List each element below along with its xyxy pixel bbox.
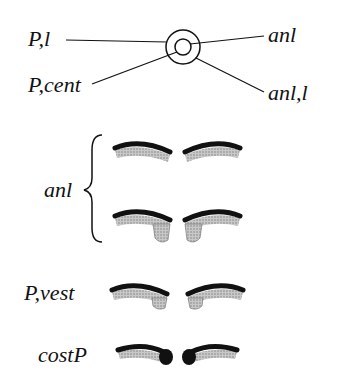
inner-circle (175, 39, 191, 55)
part-label: anl (268, 22, 296, 48)
cross-section (185, 144, 240, 162)
cross-section (115, 212, 170, 242)
outer-circle (166, 30, 200, 64)
brace (84, 135, 102, 242)
cross-section (115, 144, 170, 162)
cross-section (118, 346, 173, 365)
cross-section (182, 346, 237, 365)
cross-section (112, 286, 167, 309)
part-label: costP (38, 342, 87, 368)
part-label: anl,l (268, 80, 308, 106)
part-label: anl (44, 177, 72, 203)
cross-section (188, 286, 243, 309)
part-label: P,l (28, 26, 50, 52)
leader-lines (66, 36, 264, 92)
cross-section (185, 212, 240, 242)
part-label: P,vest (24, 280, 74, 306)
part-label: P,cent (28, 72, 81, 98)
